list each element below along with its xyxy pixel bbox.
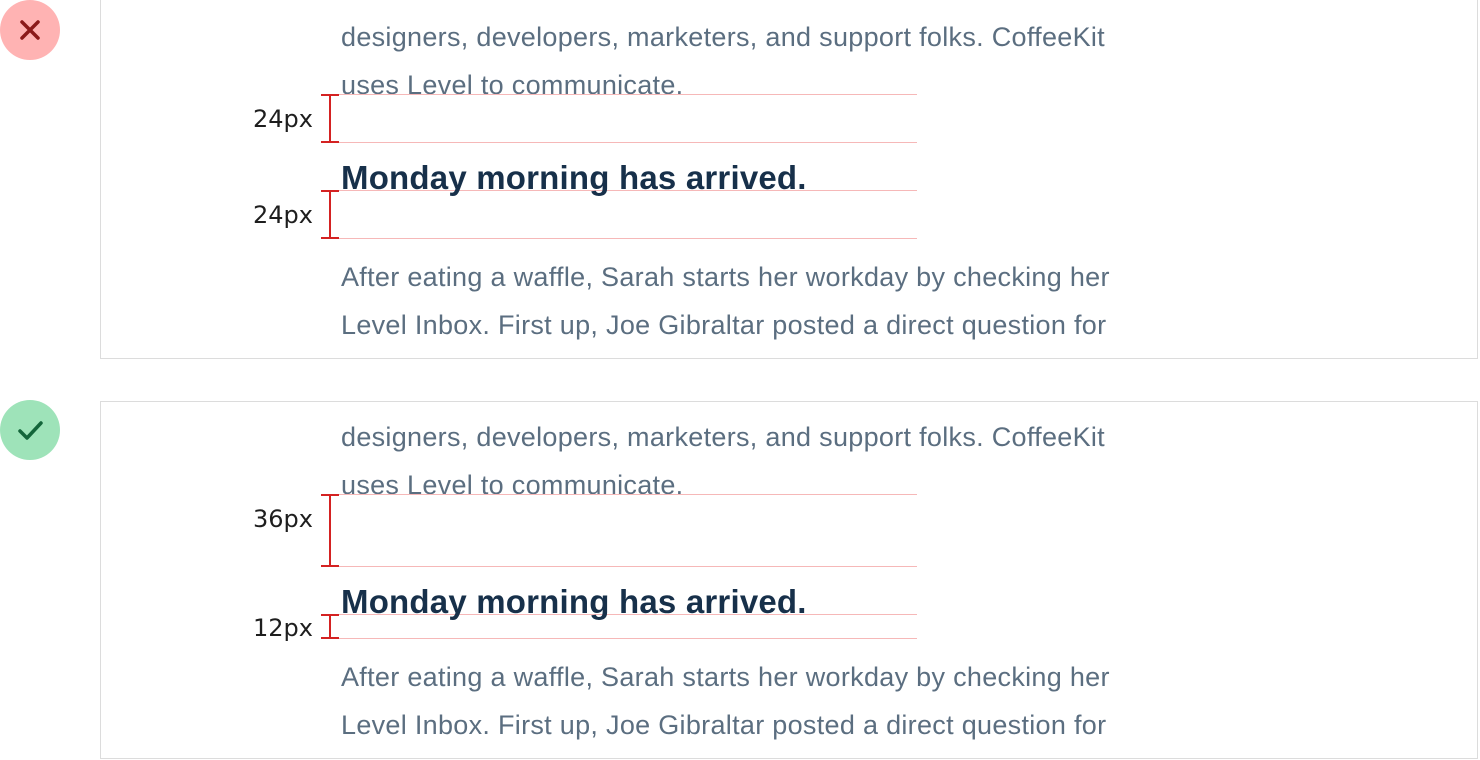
intro-text-line: designers, developers, marketers, and su… xyxy=(341,422,1105,452)
guide-line xyxy=(329,142,917,143)
section-heading: Monday morning has arrived. xyxy=(341,583,807,620)
spacing-bracket-above xyxy=(321,494,339,567)
guide-line xyxy=(329,494,917,495)
guide-line xyxy=(329,190,917,191)
spacing-label-above: 36px xyxy=(253,505,313,533)
close-icon xyxy=(20,20,40,40)
guide-line xyxy=(329,614,917,615)
guide-line xyxy=(329,566,917,567)
spacing-bracket-above xyxy=(321,94,339,143)
spacing-bracket-below xyxy=(321,190,339,239)
incorrect-badge xyxy=(0,0,60,60)
intro-text-line: uses Level to communicate. xyxy=(341,70,684,100)
correct-badge xyxy=(0,400,60,460)
spacing-bracket-below xyxy=(321,614,339,639)
body-text-line: After eating a waffle, Sarah starts her … xyxy=(341,662,1110,692)
intro-text-line: uses Level to communicate. xyxy=(341,470,684,500)
spacing-label-below: 24px xyxy=(253,201,313,229)
correct-example-panel: designers, developers, marketers, and su… xyxy=(100,401,1478,759)
body-text-line: After eating a waffle, Sarah starts her … xyxy=(341,262,1110,292)
intro-text-line: designers, developers, marketers, and su… xyxy=(341,22,1105,52)
section-heading: Monday morning has arrived. xyxy=(341,159,807,196)
checkmark-icon xyxy=(18,421,43,440)
guide-line xyxy=(329,638,917,639)
guide-line xyxy=(329,238,917,239)
spacing-label-above: 24px xyxy=(253,105,313,133)
guide-line xyxy=(329,94,917,95)
incorrect-example-panel: designers, developers, marketers, and su… xyxy=(100,0,1478,359)
spacing-label-below: 12px xyxy=(253,614,313,642)
body-text-line: Level Inbox. First up, Joe Gibraltar pos… xyxy=(341,310,1107,340)
body-text-line: Level Inbox. First up, Joe Gibraltar pos… xyxy=(341,710,1107,740)
